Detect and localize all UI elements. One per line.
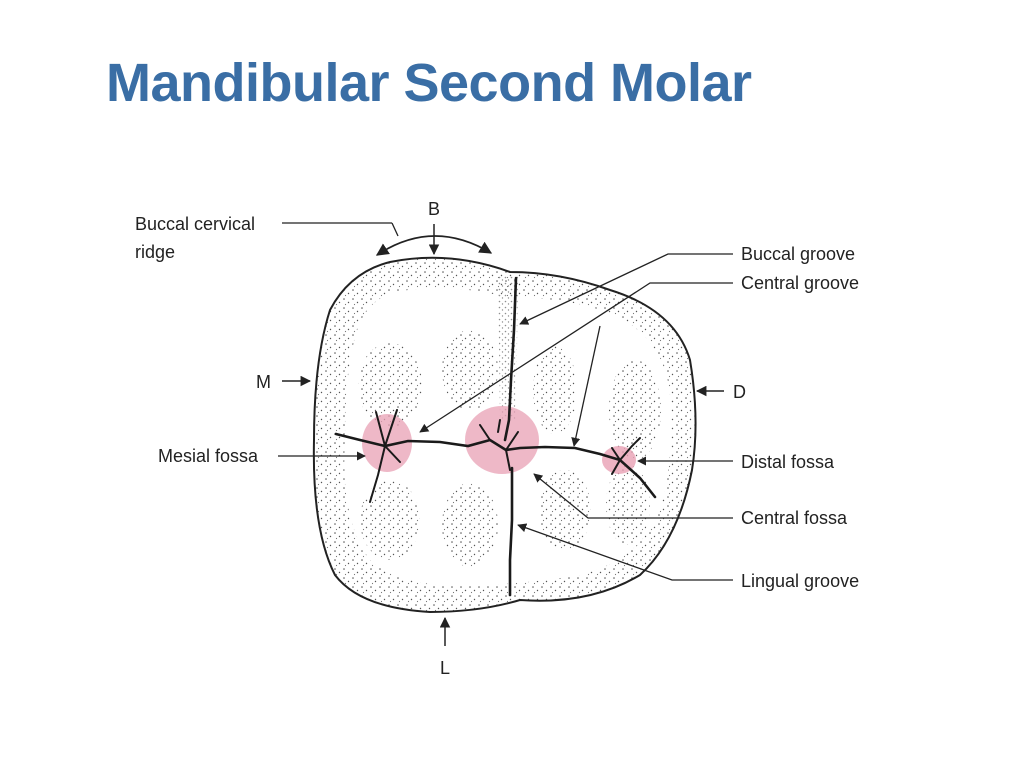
distolingual-cusp-shade	[442, 483, 498, 567]
distal-fossa-grooves	[611, 437, 641, 475]
mesial-fossa-label: Mesial fossa	[158, 446, 259, 466]
distal-ridge-shade	[609, 360, 661, 460]
buccal-groove-label: Buccal groove	[741, 244, 855, 264]
grooves	[334, 276, 657, 597]
orientation-b-label: B	[428, 199, 440, 219]
buccal-ridge-dense	[498, 275, 518, 420]
central-groove-label: Central groove	[741, 273, 859, 293]
orientation-d-label: D	[733, 382, 746, 402]
distal-cusp-shade	[533, 346, 577, 434]
lingual-groove-line	[508, 466, 514, 597]
central-fossa-grooves	[479, 419, 519, 471]
orientation-m-label: M	[256, 372, 271, 392]
central-groove-leader-a	[419, 282, 733, 433]
mesiolingual-cusp-shade	[360, 480, 420, 560]
buccal-groove-leader	[519, 253, 733, 325]
central-fossa-label: Central fossa	[741, 508, 848, 528]
buccal-cervical-ridge-label-line1: Buccal cervical	[135, 214, 255, 234]
central-fossa-leader	[533, 473, 733, 519]
lingual-groove-leader	[517, 523, 733, 581]
distobuccal-cusp-shade	[442, 330, 498, 410]
mesiobuccal-cusp-shade	[358, 343, 422, 427]
orientation-l-label: L	[440, 658, 450, 678]
slide-title: Mandibular Second Molar	[106, 53, 752, 113]
mesial-fossa-grooves	[369, 409, 401, 503]
buccal-cervical-ridge-leader-drop	[391, 222, 399, 237]
central-groove-leader-b	[571, 325, 601, 447]
lingual-cusp-shade	[539, 470, 591, 550]
buccal-cervical-ridge-label-line2: ridge	[135, 242, 175, 262]
central-fossa-highlight	[465, 406, 539, 474]
distal-fossa-label: Distal fossa	[741, 452, 835, 472]
distolingual-ridge-shade	[606, 465, 650, 545]
buccal-groove-line	[503, 276, 518, 442]
lingual-groove-label: Lingual groove	[741, 571, 859, 591]
